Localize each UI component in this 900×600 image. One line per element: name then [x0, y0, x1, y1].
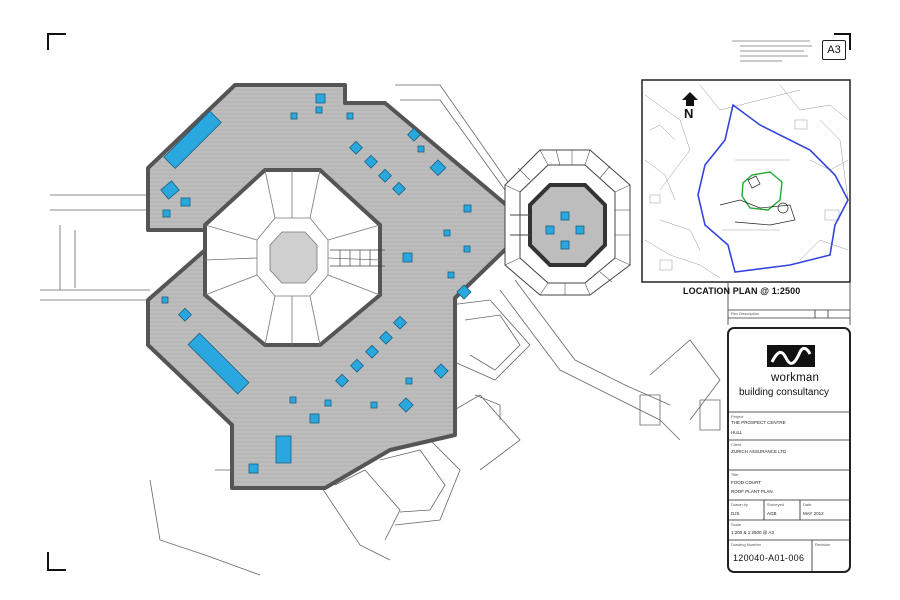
client-name: ZURICH ASSURANCE LTD — [731, 449, 787, 454]
plant-units — [160, 93, 585, 474]
stair-tower — [504, 149, 631, 296]
drawing-title-line1: FOOD COURT — [731, 480, 762, 485]
drawing-date: MAY 2012 — [803, 511, 824, 516]
plant-unit — [392, 181, 406, 196]
plant-unit — [335, 373, 349, 388]
plant-unit — [463, 245, 471, 253]
title-block-frame — [727, 327, 851, 573]
plant-unit — [178, 307, 192, 322]
plant-unit — [161, 296, 169, 304]
plant-unit — [398, 397, 414, 413]
company-name-line2: building consultancy — [739, 387, 830, 398]
plant-unit — [309, 413, 320, 424]
plant-unit — [163, 110, 222, 170]
surveyed-by: AGB — [767, 511, 777, 516]
company-name-line1: workman — [771, 372, 820, 384]
surveyed-label: Surveyed — [767, 502, 784, 507]
plant-unit — [346, 112, 354, 120]
date-label: Date — [803, 502, 812, 507]
site-boundary — [697, 103, 849, 273]
roof-deck — [146, 83, 512, 490]
drawn-by: DJS — [731, 511, 740, 516]
scale-label: Scale — [731, 522, 742, 527]
plant-unit — [349, 140, 363, 155]
revision-description-label: Rev Description — [731, 311, 760, 316]
workman-logo-icon — [767, 345, 815, 367]
plant-unit — [463, 204, 472, 213]
notes-lines — [732, 40, 812, 62]
plant-unit — [405, 377, 413, 385]
plant-unit — [433, 363, 449, 379]
plant-unit — [248, 463, 259, 474]
plant-unit — [315, 93, 326, 104]
plant-unit — [407, 127, 421, 142]
plant-unit — [443, 229, 451, 237]
plant-unit — [575, 225, 585, 235]
location-plan-caption: LOCATION PLAN @ 1:2500 — [683, 286, 801, 296]
plant-unit — [545, 225, 555, 235]
plant-unit — [162, 209, 171, 218]
plant-unit — [364, 154, 378, 169]
plant-unit — [447, 271, 455, 279]
revision-strip — [727, 283, 851, 325]
plant-unit — [180, 197, 191, 207]
north-arrow — [682, 92, 698, 106]
plant-unit — [379, 330, 393, 345]
plant-unit — [160, 180, 180, 200]
context-lines — [40, 84, 721, 576]
plant-unit — [315, 106, 323, 114]
plant-unit — [402, 252, 413, 263]
plant-unit — [365, 344, 379, 359]
drawing-scale: 1:200 & 1:2500 @ A3 — [731, 530, 774, 535]
sheet-notes — [732, 38, 814, 68]
plant-unit — [275, 435, 292, 464]
plant-unit — [560, 240, 570, 250]
sheet-size-badge: A3 — [822, 40, 846, 60]
plant-unit — [417, 145, 425, 153]
client-label: Client — [731, 442, 742, 447]
plant-unit — [370, 401, 378, 409]
north-label: N — [684, 106, 694, 121]
plant-unit — [393, 315, 407, 330]
plant-unit — [187, 332, 250, 395]
crop-marks — [47, 33, 851, 571]
plant-unit — [378, 168, 392, 183]
drawn-by-label: Drawn by — [731, 502, 748, 507]
project-label: Project — [731, 414, 744, 419]
plant-unit — [289, 396, 297, 404]
drawing-title-line2: ROOF PLANT PLAN — [731, 489, 773, 494]
drawing-number-label: Drawing Number — [731, 542, 762, 547]
title-label: Title — [731, 472, 739, 477]
plant-unit — [429, 159, 447, 177]
plant-unit — [290, 112, 298, 120]
plant-unit — [324, 399, 332, 407]
food-court-highlight — [741, 171, 783, 211]
drawing-number: 120040-A01-006 — [733, 553, 805, 563]
project-location: HULL — [731, 430, 743, 435]
plant-unit — [560, 211, 570, 221]
revision-label: Revision — [815, 542, 831, 547]
plant-unit — [350, 358, 364, 373]
plant-unit — [456, 284, 472, 300]
project-name: THE PROSPECT CENTRE — [731, 420, 786, 425]
location-plan-frame — [641, 79, 851, 283]
